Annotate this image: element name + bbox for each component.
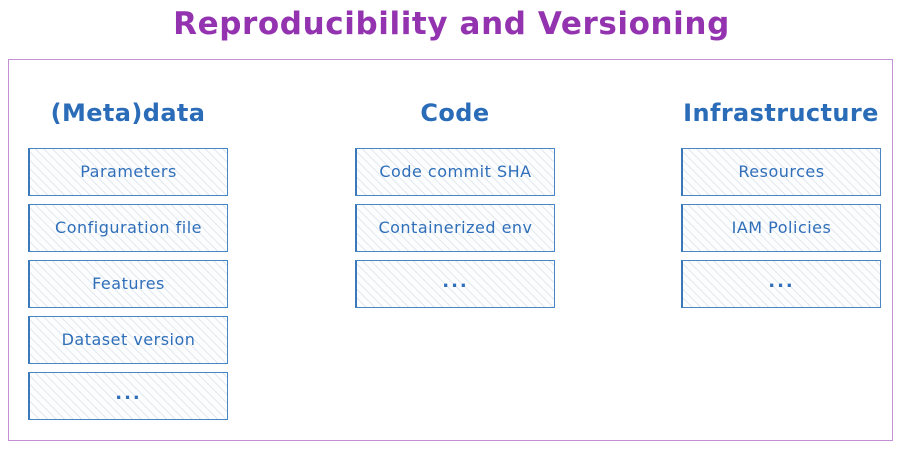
column-header-code: Code xyxy=(420,99,490,127)
item-box[interactable]: Features xyxy=(28,260,228,308)
item-label-ellipsis: ... xyxy=(442,271,469,292)
item-box[interactable]: IAM Policies xyxy=(681,204,881,252)
item-label: IAM Policies xyxy=(731,218,832,237)
item-label: Code commit SHA xyxy=(379,162,532,181)
column-header-infrastructure: Infrastructure xyxy=(683,99,879,127)
item-label: Parameters xyxy=(80,162,177,181)
item-label: Resources xyxy=(738,162,825,181)
item-label: Containerized env xyxy=(378,218,533,237)
diagram-frame xyxy=(8,59,893,441)
column-infrastructure: Infrastructure Resources IAM Policies ..… xyxy=(681,92,881,316)
column-code: Code Code commit SHA Containerized env .… xyxy=(355,92,555,316)
column-metadata: (Meta)data Parameters Configuration file… xyxy=(28,92,228,428)
item-label-ellipsis: ... xyxy=(115,383,142,404)
column-items-code: Code commit SHA Containerized env ... xyxy=(355,148,555,308)
item-box[interactable]: Resources xyxy=(681,148,881,196)
diagram-title: Reproducibility and Versioning xyxy=(173,6,730,42)
column-items-infrastructure: Resources IAM Policies ... xyxy=(681,148,881,308)
column-header-metadata: (Meta)data xyxy=(50,99,206,127)
column-items-metadata: Parameters Configuration file Features D… xyxy=(28,148,228,420)
item-box-more[interactable]: ... xyxy=(355,260,555,308)
item-box[interactable]: Dataset version xyxy=(28,316,228,364)
item-label: Features xyxy=(92,274,165,293)
item-box[interactable]: Configuration file xyxy=(28,204,228,252)
item-box[interactable]: Parameters xyxy=(28,148,228,196)
item-label-ellipsis: ... xyxy=(768,271,795,292)
item-box-more[interactable]: ... xyxy=(681,260,881,308)
item-box[interactable]: Code commit SHA xyxy=(355,148,555,196)
item-box[interactable]: Containerized env xyxy=(355,204,555,252)
item-label: Dataset version xyxy=(61,330,196,349)
item-box-more[interactable]: ... xyxy=(28,372,228,420)
item-label: Configuration file xyxy=(55,218,202,237)
